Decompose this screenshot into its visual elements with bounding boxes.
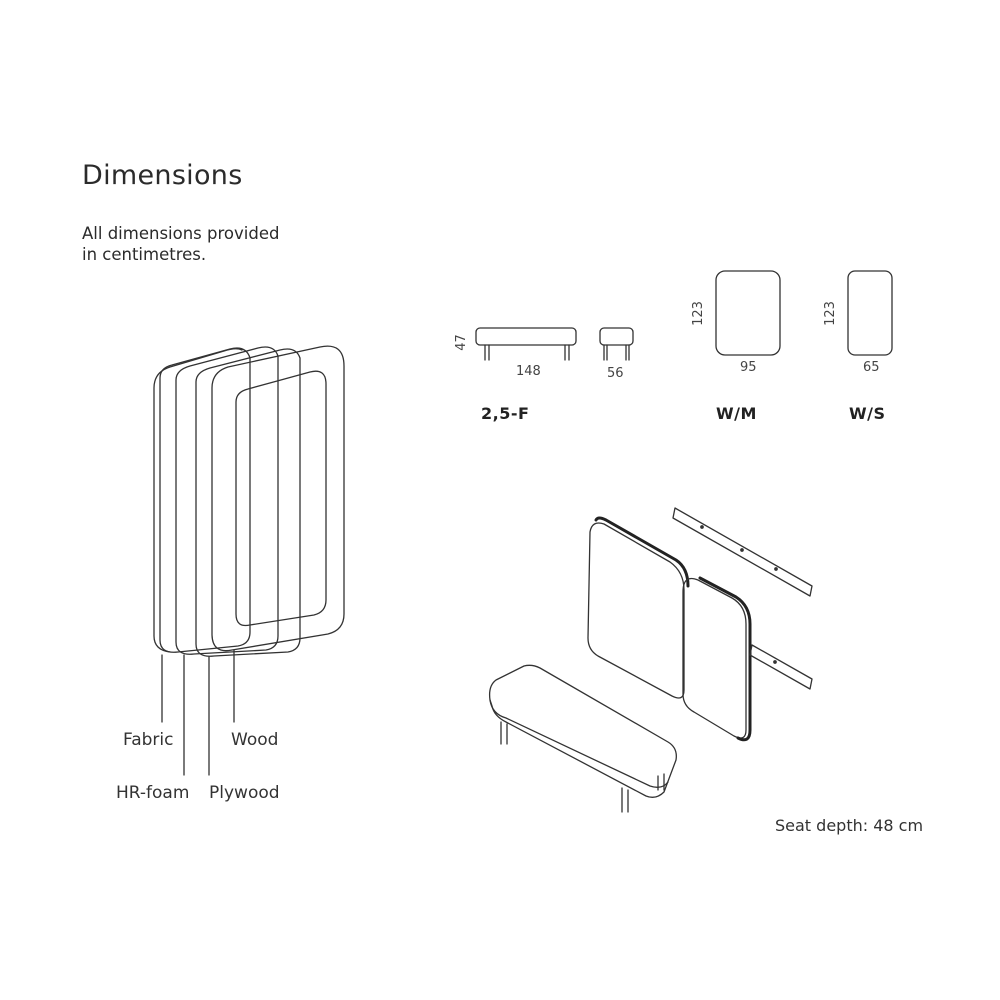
bench-front-view	[475, 327, 577, 361]
panel-ws-shape	[847, 270, 893, 356]
layer-fabric-edge	[153, 348, 243, 653]
layer-hrfoam-shape	[175, 346, 279, 655]
layer-plywood-shape	[195, 348, 301, 657]
product-code-25f: 2,5-F	[481, 404, 530, 423]
panel-wm-shape	[715, 270, 781, 356]
wm-width-label: 95	[740, 360, 757, 375]
layer-label-hrfoam: HR-foam	[116, 783, 190, 803]
bench-width-label: 148	[516, 364, 541, 379]
assembly-panel-large	[587, 522, 685, 699]
page-title: Dimensions	[82, 160, 243, 191]
wm-height-label: 123	[690, 301, 706, 326]
subtitle-line-2: in centimetres.	[82, 245, 207, 264]
layer-wood-outer	[211, 345, 345, 652]
product-code-wm: W/M	[716, 404, 757, 423]
bench-side-view	[599, 327, 634, 361]
layered-panel-illustration	[153, 345, 345, 776]
assembly-panel-small	[682, 577, 747, 739]
bench-height-label: 47	[453, 334, 469, 351]
subtitle-line-1: All dimensions provided	[82, 224, 280, 243]
product-code-ws: W/S	[849, 404, 886, 423]
assembly-rail-upper	[672, 507, 813, 597]
seat-depth-note: Seat depth: 48 cm	[775, 816, 924, 835]
assembly-bench-seat	[488, 664, 677, 798]
ws-width-label: 65	[863, 360, 880, 375]
layer-label-fabric: Fabric	[123, 730, 174, 750]
layer-label-plywood: Plywood	[209, 783, 280, 803]
layer-wood-inner	[235, 370, 327, 627]
ws-height-label: 123	[822, 301, 838, 326]
layer-label-wood: Wood	[231, 730, 279, 750]
bench-depth-label: 56	[607, 366, 624, 381]
assembly-illustration	[488, 507, 813, 813]
assembly-rail-lower	[749, 644, 813, 690]
